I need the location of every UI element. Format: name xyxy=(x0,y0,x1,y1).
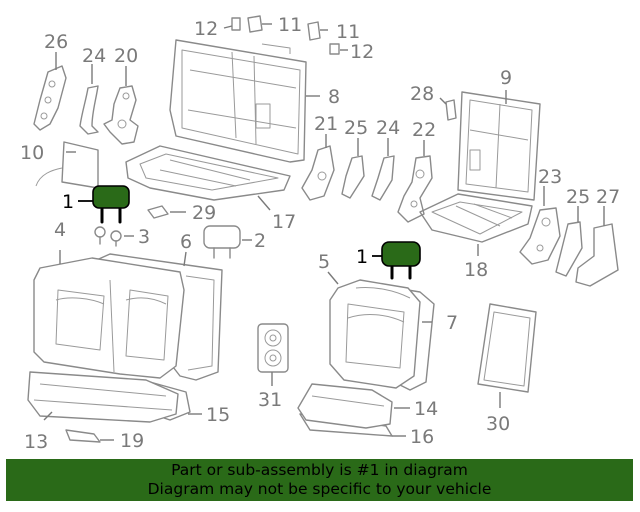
callout-10: 10 xyxy=(20,142,44,164)
callout-15: 15 xyxy=(206,404,230,426)
callout-21: 21 xyxy=(314,113,338,135)
callout-17: 17 xyxy=(272,211,296,233)
callout-23: 23 xyxy=(538,166,562,188)
part-25-bracket-left xyxy=(341,155,365,199)
callout-14: 14 xyxy=(414,398,438,420)
part-1-headrest-right xyxy=(381,241,421,280)
part-2-headrest xyxy=(203,225,241,259)
callout-27: 27 xyxy=(596,186,620,208)
part-13-seat-cushion xyxy=(27,371,179,423)
part-5-seatback-cover xyxy=(329,279,421,389)
part-29-plate xyxy=(147,205,169,219)
callout-6: 6 xyxy=(180,231,192,253)
callout-25-right: 25 xyxy=(566,186,590,208)
callout-31: 31 xyxy=(258,389,282,411)
part-30-panel xyxy=(477,303,537,393)
part-27-cover xyxy=(575,223,619,287)
callout-5: 5 xyxy=(318,251,330,273)
disclaimer-banner: Part or sub-assembly is #1 in diagram Di… xyxy=(6,459,633,501)
callout-30: 30 xyxy=(486,413,510,435)
callout-28: 28 xyxy=(410,83,434,105)
exploded-seat-diagram: 1 1 2 3 4 5 6 7 8 9 10 11 11 12 12 13 14… xyxy=(20,14,620,453)
callout-29: 29 xyxy=(192,202,216,224)
callout-4: 4 xyxy=(54,219,66,241)
part-21-bracket xyxy=(301,145,335,201)
part-9-seatback-frame xyxy=(457,91,541,201)
part-4-seatback-cover xyxy=(33,257,185,379)
part-3-pins xyxy=(94,226,122,247)
callout-26: 26 xyxy=(44,31,68,53)
part-6-back-panel xyxy=(91,253,223,381)
part-8-seatback-frame xyxy=(169,39,307,163)
part-12-clip-left xyxy=(231,17,241,31)
callout-1-right: 1 xyxy=(356,246,368,268)
callout-20: 20 xyxy=(114,45,138,67)
part-19-plate xyxy=(65,429,101,443)
callout-19: 19 xyxy=(120,430,144,452)
part-22-hinge xyxy=(397,155,433,223)
part-25-bracket-right xyxy=(555,221,583,277)
callout-11-left: 11 xyxy=(278,14,302,36)
callout-7: 7 xyxy=(446,312,458,334)
callout-2: 2 xyxy=(254,230,266,252)
part-11-clip-right xyxy=(307,21,321,41)
callout-1-left: 1 xyxy=(62,191,74,213)
callout-22: 22 xyxy=(412,119,436,141)
callout-16: 16 xyxy=(410,426,434,448)
callout-11-right: 11 xyxy=(336,21,360,43)
part-28-clip xyxy=(445,99,457,121)
callout-13: 13 xyxy=(24,431,48,453)
part-24-left-trim xyxy=(79,85,99,135)
callout-9: 9 xyxy=(500,67,512,89)
banner-line-2: Diagram may not be specific to your vehi… xyxy=(147,480,492,498)
part-17-cushion-frame xyxy=(125,145,291,201)
part-12-clip-right xyxy=(329,43,340,55)
part-23-hinge xyxy=(519,207,561,265)
callout-3: 3 xyxy=(138,226,150,248)
part-26-bracket xyxy=(33,65,67,131)
callout-labels: 1 1 2 3 4 5 6 7 8 9 10 11 11 12 12 13 14… xyxy=(20,14,620,453)
callout-25-mid: 25 xyxy=(344,117,368,139)
part-24-bracket-mid xyxy=(371,155,395,201)
banner-line-1: Part or sub-assembly is #1 in diagram xyxy=(171,461,468,479)
part-20-hinge xyxy=(103,85,139,145)
part-1-headrest-left xyxy=(92,185,130,224)
callout-12-right: 12 xyxy=(350,41,374,63)
part-31-speaker xyxy=(257,323,289,373)
callout-8: 8 xyxy=(328,86,340,108)
callout-18: 18 xyxy=(464,259,488,281)
leader-lines xyxy=(43,23,605,441)
part-14-seat-cushion xyxy=(297,383,393,429)
part-11-clip-left xyxy=(247,15,263,33)
part-18-cushion-frame xyxy=(419,193,533,243)
callout-24-mid: 24 xyxy=(376,117,400,139)
part-10-panel xyxy=(35,141,99,189)
callout-24-left: 24 xyxy=(82,45,106,67)
callout-12-left: 12 xyxy=(194,18,218,40)
